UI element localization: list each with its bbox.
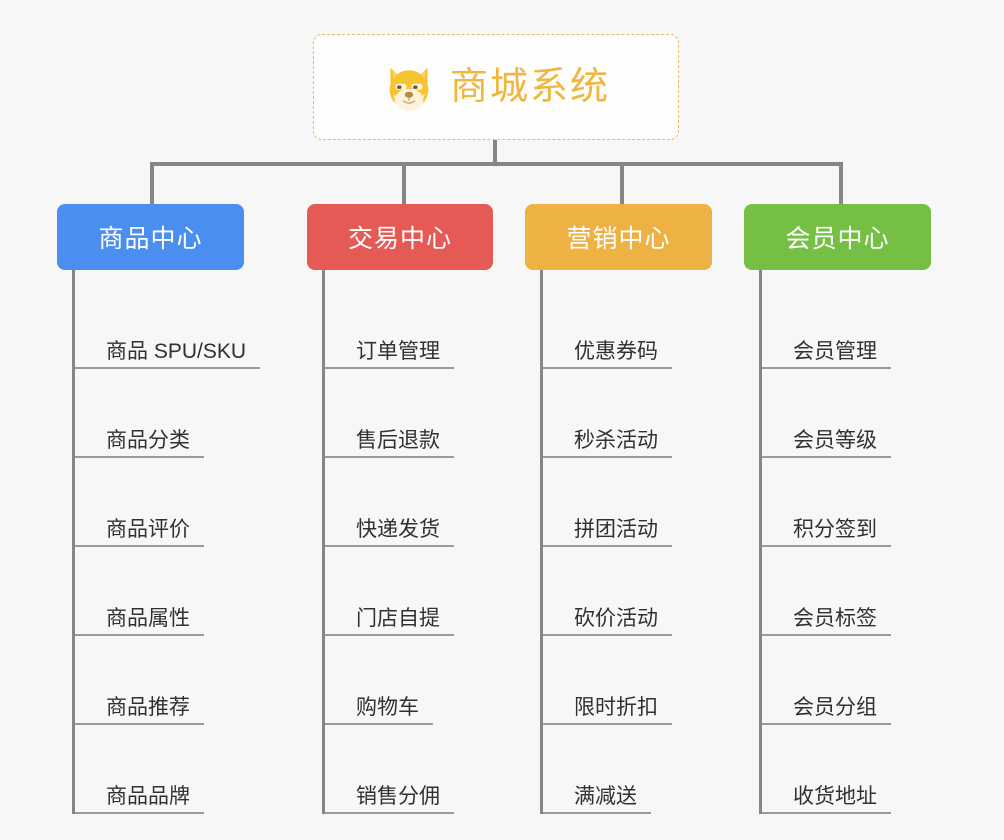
branch-column-product-center: 商品中心 商品 SPU/SKU 商品分类 商品评价 商品属性 商品推荐 商品品牌	[57, 204, 261, 814]
leaf-item[interactable]: 快递发货	[325, 458, 493, 547]
leaf-item[interactable]: 销售分佣	[325, 725, 493, 814]
connector-stem	[493, 140, 497, 166]
branch-spine-trade-center: 订单管理 售后退款 快递发货 门店自提 购物车 销售分佣	[322, 270, 493, 814]
leaf-label: 商品 SPU/SKU	[75, 339, 261, 369]
connector-drop-4	[839, 162, 843, 204]
leaf-label: 商品推荐	[75, 695, 204, 725]
leaf-item[interactable]: 砍价活动	[543, 547, 712, 636]
leaf-label: 商品属性	[75, 606, 204, 636]
leaf-item[interactable]: 订单管理	[325, 280, 493, 369]
leaf-item[interactable]: 商品品牌	[75, 725, 260, 814]
leaf-label: 商品品牌	[75, 784, 204, 814]
leaf-item[interactable]: 秒杀活动	[543, 369, 712, 458]
leaf-label: 售后退款	[325, 428, 454, 458]
leaf-label: 积分签到	[762, 517, 891, 547]
root-title: 商城系统	[449, 66, 610, 108]
leaf-label: 购物车	[325, 695, 433, 725]
leaf-label: 收货地址	[762, 784, 891, 814]
branch-spine-product-center: 商品 SPU/SKU 商品分类 商品评价 商品属性 商品推荐 商品品牌	[72, 270, 261, 814]
branch-spine-member-center: 会员管理 会员等级 积分签到 会员标签 会员分组 收货地址	[759, 270, 931, 814]
leaf-label: 会员管理	[762, 339, 891, 369]
leaf-item[interactable]: 购物车	[325, 636, 493, 725]
leaf-item[interactable]: 会员等级	[762, 369, 931, 458]
category-title: 营销中心	[566, 225, 671, 253]
leaf-item[interactable]: 售后退款	[325, 369, 493, 458]
leaf-item[interactable]: 拼团活动	[543, 458, 712, 547]
leaf-label: 会员标签	[762, 606, 891, 636]
branch-column-trade-center: 交易中心 订单管理 售后退款 快递发货 门店自提 购物车 销售分佣	[307, 204, 493, 814]
leaf-item[interactable]: 商品推荐	[75, 636, 260, 725]
leaf-item[interactable]: 优惠券码	[543, 280, 712, 369]
category-title: 会员中心	[785, 225, 890, 253]
leaf-item[interactable]: 商品分类	[75, 369, 260, 458]
leaf-label: 销售分佣	[325, 784, 454, 814]
leaf-item[interactable]: 会员标签	[762, 547, 931, 636]
leaf-item[interactable]: 满减送	[543, 725, 712, 814]
category-header-member-center[interactable]: 会员中心	[744, 204, 931, 270]
connector-drop-2	[402, 162, 406, 204]
connector-drop-1	[150, 162, 154, 204]
leaf-label: 砍价活动	[543, 606, 672, 636]
leaf-label: 商品评价	[75, 517, 204, 547]
connector-bar	[150, 162, 843, 166]
branch-column-member-center: 会员中心 会员管理 会员等级 积分签到 会员标签 会员分组 收货地址	[744, 204, 931, 814]
leaf-label: 秒杀活动	[543, 428, 672, 458]
category-title: 交易中心	[347, 225, 452, 253]
leaf-label: 满减送	[543, 784, 651, 814]
leaf-item[interactable]: 门店自提	[325, 547, 493, 636]
leaf-item[interactable]: 商品属性	[75, 547, 260, 636]
root-node[interactable]: 商城系统	[313, 34, 679, 140]
leaf-item[interactable]: 限时折扣	[543, 636, 712, 725]
category-title: 商品中心	[98, 225, 203, 253]
category-header-trade-center[interactable]: 交易中心	[307, 204, 493, 270]
shiba-dog-face-icon	[382, 61, 436, 115]
connector-drop-3	[620, 162, 624, 204]
leaf-item[interactable]: 商品 SPU/SKU	[75, 280, 261, 369]
leaf-label: 会员等级	[762, 428, 891, 458]
leaf-label: 优惠券码	[543, 339, 672, 369]
leaf-label: 订单管理	[325, 339, 454, 369]
category-header-marketing-center[interactable]: 营销中心	[525, 204, 712, 270]
leaf-item[interactable]: 商品评价	[75, 458, 260, 547]
branch-column-marketing-center: 营销中心 优惠券码 秒杀活动 拼团活动 砍价活动 限时折扣 满减送	[525, 204, 712, 814]
leaf-label: 门店自提	[325, 606, 454, 636]
leaf-item[interactable]: 会员管理	[762, 280, 931, 369]
leaf-item[interactable]: 会员分组	[762, 636, 931, 725]
leaf-item[interactable]: 积分签到	[762, 458, 931, 547]
leaf-label: 拼团活动	[543, 517, 672, 547]
branch-spine-marketing-center: 优惠券码 秒杀活动 拼团活动 砍价活动 限时折扣 满减送	[540, 270, 712, 814]
leaf-label: 会员分组	[762, 695, 891, 725]
category-header-product-center[interactable]: 商品中心	[57, 204, 244, 270]
leaf-item[interactable]: 收货地址	[762, 725, 931, 814]
leaf-label: 限时折扣	[543, 695, 672, 725]
leaf-label: 商品分类	[75, 428, 204, 458]
leaf-label: 快递发货	[325, 517, 454, 547]
